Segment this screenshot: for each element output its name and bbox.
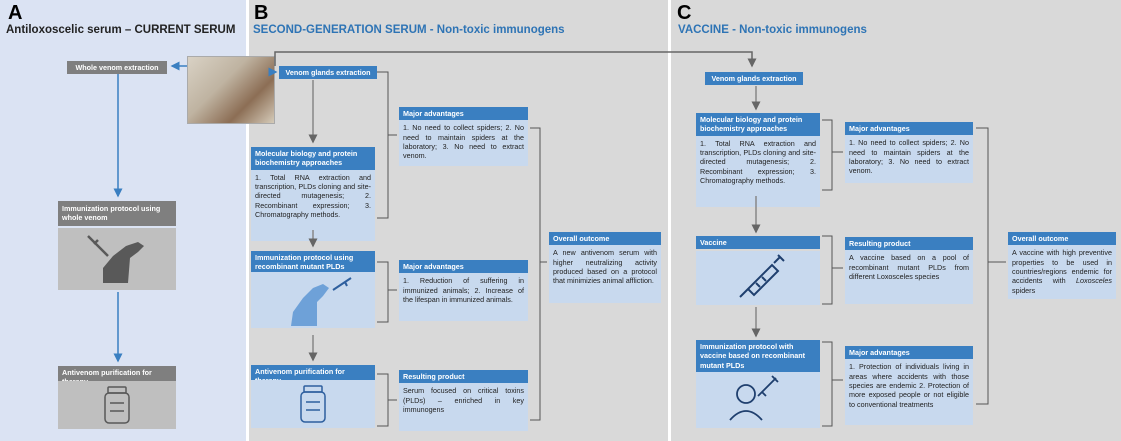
molbio-c-box: Molecular biology and protein biochemist… bbox=[696, 113, 820, 207]
venom-glands-c-box: Venom glands extraction bbox=[705, 72, 803, 86]
result-c-title: Resulting product bbox=[845, 237, 973, 251]
outcome-c-body-post: spiders bbox=[1012, 285, 1036, 295]
outcome-b-title: Overall outcome bbox=[549, 232, 661, 246]
immun-b-title: Immunization protocol using recombinant … bbox=[251, 251, 375, 274]
adv2-c-title: Major advantages bbox=[845, 346, 973, 360]
panel-c-letter: C bbox=[677, 2, 692, 24]
result-b-box: Resulting product Serum focused on criti… bbox=[399, 370, 528, 432]
venom-glands-c-label: Venom glands extraction bbox=[705, 72, 803, 86]
adv1-c-body: 1. No need to collect spiders; 2. No nee… bbox=[845, 135, 973, 184]
panel-a-letter: A bbox=[8, 2, 23, 24]
vaccine-c-box: Vaccine bbox=[696, 236, 820, 250]
adv2-c-body: 1. Protection of individuals living in a… bbox=[845, 359, 973, 426]
outcome-c-box: Overall outcome A vaccine with high prev… bbox=[1008, 232, 1116, 300]
molbio-c-body: 1. Total RNA extraction and transcriptio… bbox=[696, 135, 820, 207]
person-icon bbox=[729, 375, 779, 421]
horse-icon bbox=[87, 235, 144, 283]
vial-image-a bbox=[58, 381, 176, 429]
outcome-b-box: Overall outcome A new antivenom serum wi… bbox=[549, 232, 661, 304]
venom-glands-b-label: Venom glands extraction bbox=[279, 66, 377, 80]
result-b-body: Serum focused on critical toxins (PLDs) … bbox=[399, 383, 528, 432]
adv1-b-box: Major advantages 1. No need to collect s… bbox=[399, 107, 528, 167]
immunization-a-label: Immunization protocol using whole venom bbox=[58, 201, 176, 226]
panel-b-letter: B bbox=[254, 2, 269, 24]
horse-image-b bbox=[251, 272, 375, 328]
adv1-b-title: Major advantages bbox=[399, 107, 528, 121]
horse-image-a bbox=[58, 228, 176, 290]
vaccine-c-title: Vaccine bbox=[696, 236, 820, 250]
outcome-c-title: Overall outcome bbox=[1008, 232, 1116, 246]
vial-image-b bbox=[251, 380, 375, 428]
outcome-b-body: A new antivenom serum with higher neutra… bbox=[549, 245, 661, 304]
result-c-box: Resulting product A vaccine based on a p… bbox=[845, 237, 973, 305]
adv2-b-box: Major advantages 1. Reduction of sufferi… bbox=[399, 260, 528, 322]
immun-c-box: Immunization protocol with vaccine based… bbox=[696, 340, 820, 373]
vial-icon bbox=[300, 385, 326, 423]
result-c-body: A vaccine based on a pool of recombinant… bbox=[845, 250, 973, 305]
whole-venom-box: Whole venom extraction bbox=[67, 61, 167, 75]
molbio-b-box: Molecular biology and protein biochemist… bbox=[251, 147, 375, 241]
molbio-c-title: Molecular biology and protein biochemist… bbox=[696, 113, 820, 136]
venom-glands-b-box: Venom glands extraction bbox=[279, 66, 377, 80]
photo-spider-glands bbox=[187, 56, 275, 124]
adv1-b-body: 1. No need to collect spiders; 2. No nee… bbox=[399, 120, 528, 167]
molbio-b-title: Molecular biology and protein biochemist… bbox=[251, 147, 375, 170]
outcome-c-body: A vaccine with high preventive propertie… bbox=[1008, 245, 1116, 300]
outcome-c-body-em: Loxosceles bbox=[1076, 276, 1112, 286]
person-image-c bbox=[696, 372, 820, 428]
adv2-c-box: Major advantages 1. Protection of indivi… bbox=[845, 346, 973, 426]
panel-b-title: SECOND-GENERATION SERUM - Non-toxic immu… bbox=[253, 24, 565, 36]
immun-b-box: Immunization protocol using recombinant … bbox=[251, 251, 375, 274]
adv2-b-title: Major advantages bbox=[399, 260, 528, 274]
adv1-c-title: Major advantages bbox=[845, 122, 973, 136]
immunization-a-box: Immunization protocol using whole venom bbox=[58, 201, 176, 226]
outcome-c-body-pre: A vaccine with high preventive propertie… bbox=[1012, 248, 1112, 286]
adv2-b-body: 1. Reduction of suffering in immunized a… bbox=[399, 273, 528, 322]
vial-icon bbox=[104, 386, 130, 424]
whole-venom-label: Whole venom extraction bbox=[67, 61, 167, 75]
panel-a-title: Antiloxoscelic serum – CURRENT SERUM bbox=[6, 24, 236, 36]
panel-c-title: VACCINE - Non-toxic immunogens bbox=[678, 24, 867, 36]
molbio-b-body: 1. Total RNA extraction and transcriptio… bbox=[251, 169, 375, 241]
syringe-image-c bbox=[696, 251, 820, 305]
syringe-icon bbox=[739, 254, 785, 298]
horse-icon bbox=[291, 277, 352, 326]
result-b-title: Resulting product bbox=[399, 370, 528, 384]
immun-c-title: Immunization protocol with vaccine based… bbox=[696, 340, 820, 373]
adv1-c-box: Major advantages 1. No need to collect s… bbox=[845, 122, 973, 184]
